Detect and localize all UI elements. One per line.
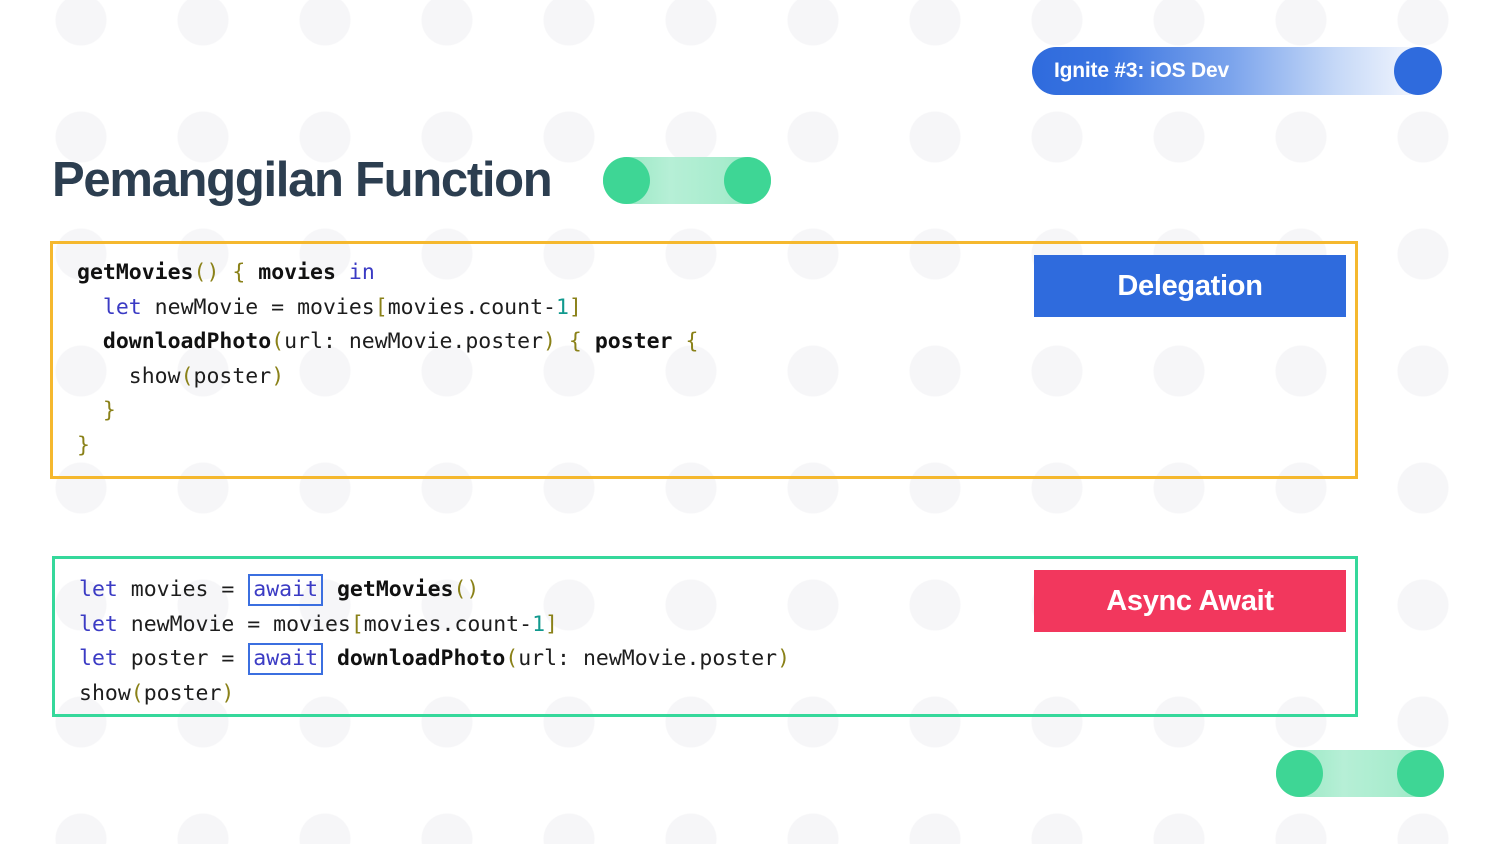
code-token: ): [271, 363, 285, 389]
header-badge-label: Ignite #3: iOS Dev: [1054, 59, 1229, 82]
code-token: newMovie = movies: [141, 294, 375, 320]
code-token: getMovies: [77, 260, 194, 285]
code-line: show(poster): [77, 360, 698, 395]
tag-async: Async Await: [1034, 570, 1346, 632]
code-token: (: [130, 680, 144, 706]
pill-decoration-footer: [1276, 750, 1444, 797]
code-token: let: [102, 294, 142, 320]
code-token: ): [777, 646, 791, 672]
code-token: ): [543, 329, 556, 355]
code-line: show(poster): [79, 677, 790, 712]
code-token: let: [79, 611, 118, 637]
code-token: {: [685, 329, 699, 355]
code-delegation-text: getMovies() { movies in let newMovie = m…: [77, 256, 698, 464]
code-token: [336, 260, 349, 285]
code-token: (: [271, 329, 285, 355]
code-line: let poster = await downloadPhoto(url: ne…: [79, 642, 790, 677]
code-token: newMovie = movies: [117, 611, 351, 637]
code-token: let: [79, 646, 118, 672]
code-token: movies =: [117, 577, 248, 602]
code-token: 1: [555, 294, 569, 320]
title-row: Pemanggilan Function: [52, 153, 772, 207]
code-token: poster: [594, 329, 673, 355]
code-token: (: [505, 646, 519, 672]
code-token: {: [232, 260, 246, 285]
code-token: ): [221, 680, 235, 706]
code-token: }: [102, 398, 116, 424]
code-token: show: [79, 680, 131, 706]
code-token: downloadPhoto: [336, 646, 506, 672]
code-token: (): [193, 260, 220, 285]
code-token: let: [79, 577, 118, 602]
code-token: ]: [545, 611, 558, 637]
header-badge-dot: [1394, 47, 1442, 95]
code-token: poster =: [117, 646, 248, 672]
code-token: poster: [143, 680, 222, 706]
header-badge: Ignite #3: iOS Dev: [1032, 47, 1442, 95]
code-block-async: let movies = await getMovies()let newMov…: [52, 556, 1358, 717]
code-line: let newMovie = movies[movies.count-1]: [77, 291, 698, 326]
code-token: [77, 398, 103, 423]
code-token: movies.count-: [363, 611, 533, 637]
code-token: movies: [258, 260, 336, 285]
code-token: downloadPhoto: [102, 329, 272, 355]
code-block-delegation: getMovies() { movies in let newMovie = m…: [50, 241, 1358, 479]
tag-delegation: Delegation: [1034, 255, 1346, 317]
pill-end-right: [724, 157, 772, 204]
code-token: [556, 329, 569, 354]
code-token: poster: [193, 363, 272, 389]
code-token: [673, 329, 686, 354]
code-line: }: [77, 394, 698, 429]
code-token: url: newMovie.poster: [284, 329, 544, 355]
code-token: {: [568, 329, 582, 355]
code-token: getMovies: [336, 577, 454, 602]
code-token: [245, 260, 258, 285]
code-token: (): [453, 577, 480, 602]
code-token: in: [348, 260, 375, 285]
code-token: (: [180, 363, 194, 389]
code-token: url: newMovie.poster: [518, 646, 778, 672]
pill-end-right: [1397, 750, 1444, 797]
code-token: [324, 577, 337, 602]
code-line: let movies = await getMovies(): [79, 573, 790, 608]
await-keyword-box: await: [248, 643, 324, 676]
code-token: ]: [568, 294, 582, 320]
code-token: [: [374, 294, 388, 320]
code-token: [219, 260, 232, 285]
pill-end-left: [1276, 750, 1323, 797]
code-token: [77, 329, 103, 354]
pill-end-left: [603, 157, 651, 204]
code-line: }: [77, 429, 698, 464]
page-title: Pemanggilan Function: [52, 153, 553, 207]
pill-decoration-title: [603, 157, 772, 204]
code-line: let newMovie = movies[movies.count-1]: [79, 608, 790, 643]
code-token: [: [350, 611, 364, 637]
code-token: [77, 295, 103, 320]
code-line: getMovies() { movies in: [77, 256, 698, 291]
code-token: [324, 646, 337, 671]
code-token: movies.count-: [387, 294, 556, 320]
code-line: downloadPhoto(url: newMovie.poster) { po…: [77, 325, 699, 360]
code-token: }: [77, 432, 90, 458]
code-token: 1: [532, 611, 546, 637]
code-async-text: let movies = await getMovies()let newMov…: [79, 573, 790, 711]
await-keyword-box: await: [248, 574, 324, 606]
code-token: [582, 329, 595, 354]
code-token: show: [77, 363, 181, 389]
header-badge-bar: [1032, 47, 1442, 95]
